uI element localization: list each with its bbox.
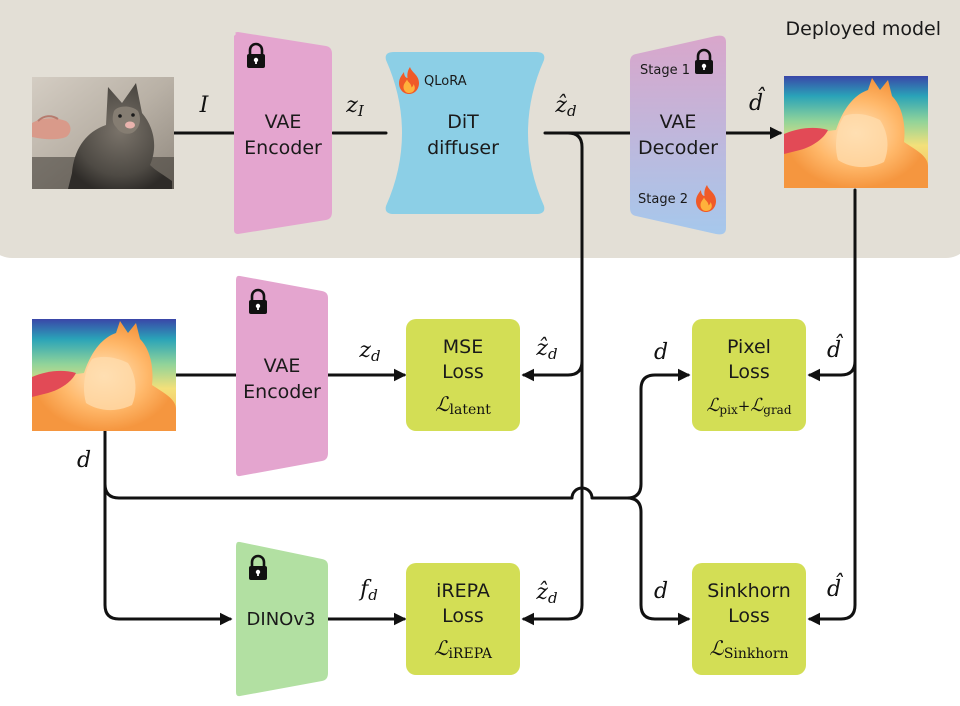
- label-dhat-sinkhorn: d̂: [827, 573, 844, 602]
- wire-depth-to-pixel: [103, 368, 691, 500]
- sinkhorn-loss-line1: Sinkhorn: [707, 580, 791, 602]
- vae-encoder-top-block: VAE Encoder: [234, 32, 332, 234]
- irepa-loss-block: iREPA Loss ℒiREPA: [406, 563, 520, 675]
- cat-photo-image: [32, 77, 174, 189]
- label-zhat-d-mse: ẑd: [535, 336, 557, 363]
- label-z-I: zI: [345, 93, 365, 120]
- vae-encoder-bottom-line1: VAE: [264, 355, 301, 377]
- wire-depth-to-dino: [103, 429, 233, 626]
- vae-encoder-top-line2: Encoder: [244, 137, 322, 159]
- sinkhorn-loss-formula: ℒSinkhorn: [709, 636, 788, 662]
- depth-map-output-image: [784, 76, 928, 188]
- pixel-loss-line1: Pixel: [727, 336, 771, 358]
- pixel-loss-formula: ℒpix+ℒgrad: [706, 395, 791, 417]
- label-d-depth: d: [77, 448, 91, 473]
- vae-decoder-line1: VAE: [660, 111, 697, 133]
- mse-loss-formula: ℒlatent: [435, 392, 491, 418]
- mse-loss-line2: Loss: [442, 361, 484, 383]
- label-d-sinkhorn: d: [654, 579, 668, 604]
- decoder-stage2-label: Stage 2: [638, 192, 688, 207]
- label-zhat-d-top: ẑd: [554, 93, 576, 120]
- dit-line2: diffuser: [427, 137, 499, 159]
- dinov3-block: DINOv3: [236, 541, 328, 697]
- deployed-model-label: Deployed model: [786, 18, 941, 40]
- wires: [103, 126, 857, 626]
- vae-encoder-bottom-block: VAE Encoder: [236, 275, 328, 477]
- vae-decoder-block: Stage 1 VAE Decoder Stage 2: [630, 35, 726, 235]
- mse-loss-line1: MSE: [443, 336, 483, 358]
- label-I: I: [199, 93, 210, 118]
- edge-labels: I zI ẑd d̂ zd ẑd d d̂ d fd ẑd d d̂: [77, 87, 844, 607]
- irepa-loss-formula: ℒiREPA: [434, 636, 493, 662]
- label-dhat-top: d̂: [749, 87, 766, 116]
- pixel-loss-line2: Loss: [728, 361, 770, 383]
- label-z-d: zd: [358, 338, 380, 365]
- label-dhat-pixel: d̂: [827, 334, 844, 363]
- wire-depth-to-sinkhorn: [625, 496, 691, 626]
- dinov3-label: DINOv3: [247, 609, 316, 630]
- dit-diffuser-block: QLoRA DiT diffuser: [385, 52, 545, 214]
- wire-zhat-to-irepa: [521, 359, 584, 626]
- irepa-loss-line2: Loss: [442, 605, 484, 627]
- label-d-pixel: d: [654, 340, 668, 365]
- mse-loss-block: MSE Loss ℒlatent: [406, 319, 520, 431]
- vae-encoder-top-line1: VAE: [265, 111, 302, 133]
- label-f-d: fd: [358, 577, 378, 604]
- dit-badge-label: QLoRA: [424, 74, 467, 89]
- irepa-loss-line1: iREPA: [436, 580, 490, 602]
- dit-line1: DiT: [447, 111, 479, 133]
- wire-dhat-to-sinkhorn: [807, 359, 857, 626]
- vae-encoder-bottom-line2: Encoder: [243, 381, 321, 403]
- sinkhorn-loss-line2: Loss: [728, 605, 770, 627]
- sinkhorn-loss-block: Sinkhorn Loss ℒSinkhorn: [692, 563, 806, 675]
- depth-map-input-image: [32, 319, 176, 431]
- vae-decoder-line2: Decoder: [638, 137, 718, 159]
- pixel-loss-block: Pixel Loss ℒpix+ℒgrad: [692, 319, 806, 431]
- decoder-stage1-label: Stage 1: [640, 63, 690, 78]
- label-zhat-d-irepa: ẑd: [535, 580, 557, 607]
